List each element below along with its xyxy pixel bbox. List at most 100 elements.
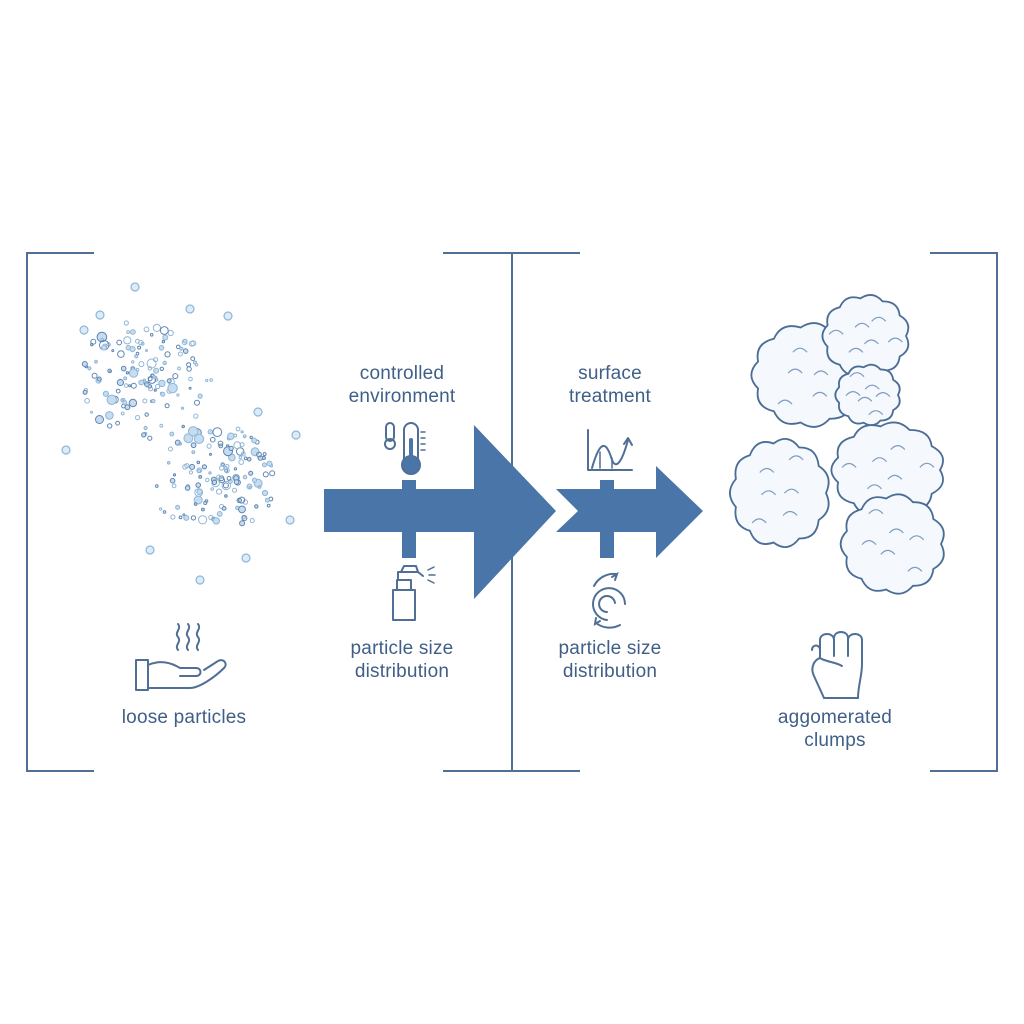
particle xyxy=(242,434,247,439)
clump-texture xyxy=(887,337,903,343)
particle xyxy=(207,429,214,435)
clump-texture xyxy=(751,518,767,524)
particle xyxy=(197,393,203,399)
clump-texture xyxy=(867,484,882,490)
clump-texture xyxy=(813,370,829,376)
particle xyxy=(233,479,240,485)
clumps-label: aggomerated clumps xyxy=(750,706,920,752)
particle xyxy=(182,513,186,517)
particle xyxy=(130,382,137,389)
particle xyxy=(145,349,148,352)
particle xyxy=(188,340,195,347)
particle xyxy=(240,451,246,457)
particle xyxy=(201,507,205,512)
clump-texture xyxy=(854,322,870,328)
step2-bottom-line2: distribution xyxy=(562,661,658,682)
clump-texture xyxy=(841,462,857,468)
clump-texture xyxy=(849,372,865,378)
particle xyxy=(162,360,167,366)
particle xyxy=(115,388,121,394)
particle xyxy=(178,441,183,446)
particle xyxy=(138,339,144,346)
particle xyxy=(193,502,198,506)
step1-top-line1: controlled xyxy=(359,363,445,384)
particle xyxy=(164,403,170,409)
particle xyxy=(130,282,140,292)
particle xyxy=(205,477,210,483)
clump-texture xyxy=(845,391,861,397)
particle xyxy=(168,446,173,452)
clump-texture xyxy=(759,467,775,473)
loose-particles-cloud xyxy=(61,282,301,585)
curve-graph-icon xyxy=(587,429,633,471)
particle xyxy=(152,323,161,332)
particle xyxy=(180,406,185,410)
particle xyxy=(172,473,177,477)
particle xyxy=(198,475,203,479)
particle xyxy=(101,344,107,351)
particle xyxy=(143,326,150,333)
clump-texture xyxy=(887,474,903,480)
particle xyxy=(250,447,260,457)
particle xyxy=(195,482,201,488)
step2-top-line2: treatment xyxy=(568,386,652,407)
particle xyxy=(61,445,71,455)
particle xyxy=(238,459,244,465)
particle xyxy=(241,553,251,563)
particle xyxy=(79,325,89,335)
clump-texture xyxy=(788,455,804,461)
particle xyxy=(233,441,242,450)
particle xyxy=(242,499,249,505)
clump-texture xyxy=(872,457,887,463)
particle xyxy=(221,480,232,491)
particle xyxy=(142,398,148,404)
particle xyxy=(266,503,271,508)
clump-texture xyxy=(909,535,925,541)
particle xyxy=(188,376,193,382)
particle xyxy=(241,515,248,522)
particle xyxy=(256,451,262,458)
spray-bottle-icon xyxy=(392,565,436,621)
particle xyxy=(106,394,117,405)
particle xyxy=(169,431,175,437)
particle xyxy=(146,358,157,369)
particle xyxy=(84,398,90,404)
particle xyxy=(193,413,199,419)
particle xyxy=(238,505,246,514)
particle xyxy=(96,331,108,343)
particle xyxy=(216,511,223,517)
step1-bottom-label: particle size distribution xyxy=(322,637,482,683)
particle xyxy=(210,436,216,443)
particle xyxy=(184,485,191,491)
particle xyxy=(198,515,208,525)
particle xyxy=(128,398,138,408)
particle xyxy=(188,426,199,437)
particle xyxy=(153,388,157,392)
particle xyxy=(171,483,177,489)
particle xyxy=(211,479,218,485)
particle xyxy=(209,378,213,382)
particle xyxy=(158,345,165,351)
particle xyxy=(122,400,128,406)
particle xyxy=(196,460,201,465)
particle xyxy=(138,361,145,368)
particle xyxy=(239,442,245,448)
particle xyxy=(222,482,229,489)
particle xyxy=(238,496,246,504)
step2-bottom-line1: particle size xyxy=(558,638,662,659)
clump-texture xyxy=(777,399,793,405)
particle xyxy=(226,476,232,481)
clump-texture xyxy=(863,339,879,345)
left-bracket xyxy=(26,252,94,772)
particle xyxy=(209,452,212,456)
particle xyxy=(122,398,126,401)
agglomerated-clumps xyxy=(729,294,945,595)
particle xyxy=(81,361,88,367)
particle xyxy=(123,320,129,326)
particle xyxy=(116,339,123,346)
clump xyxy=(729,438,830,548)
particle xyxy=(131,360,135,364)
particle xyxy=(190,515,196,521)
particle xyxy=(144,412,149,417)
